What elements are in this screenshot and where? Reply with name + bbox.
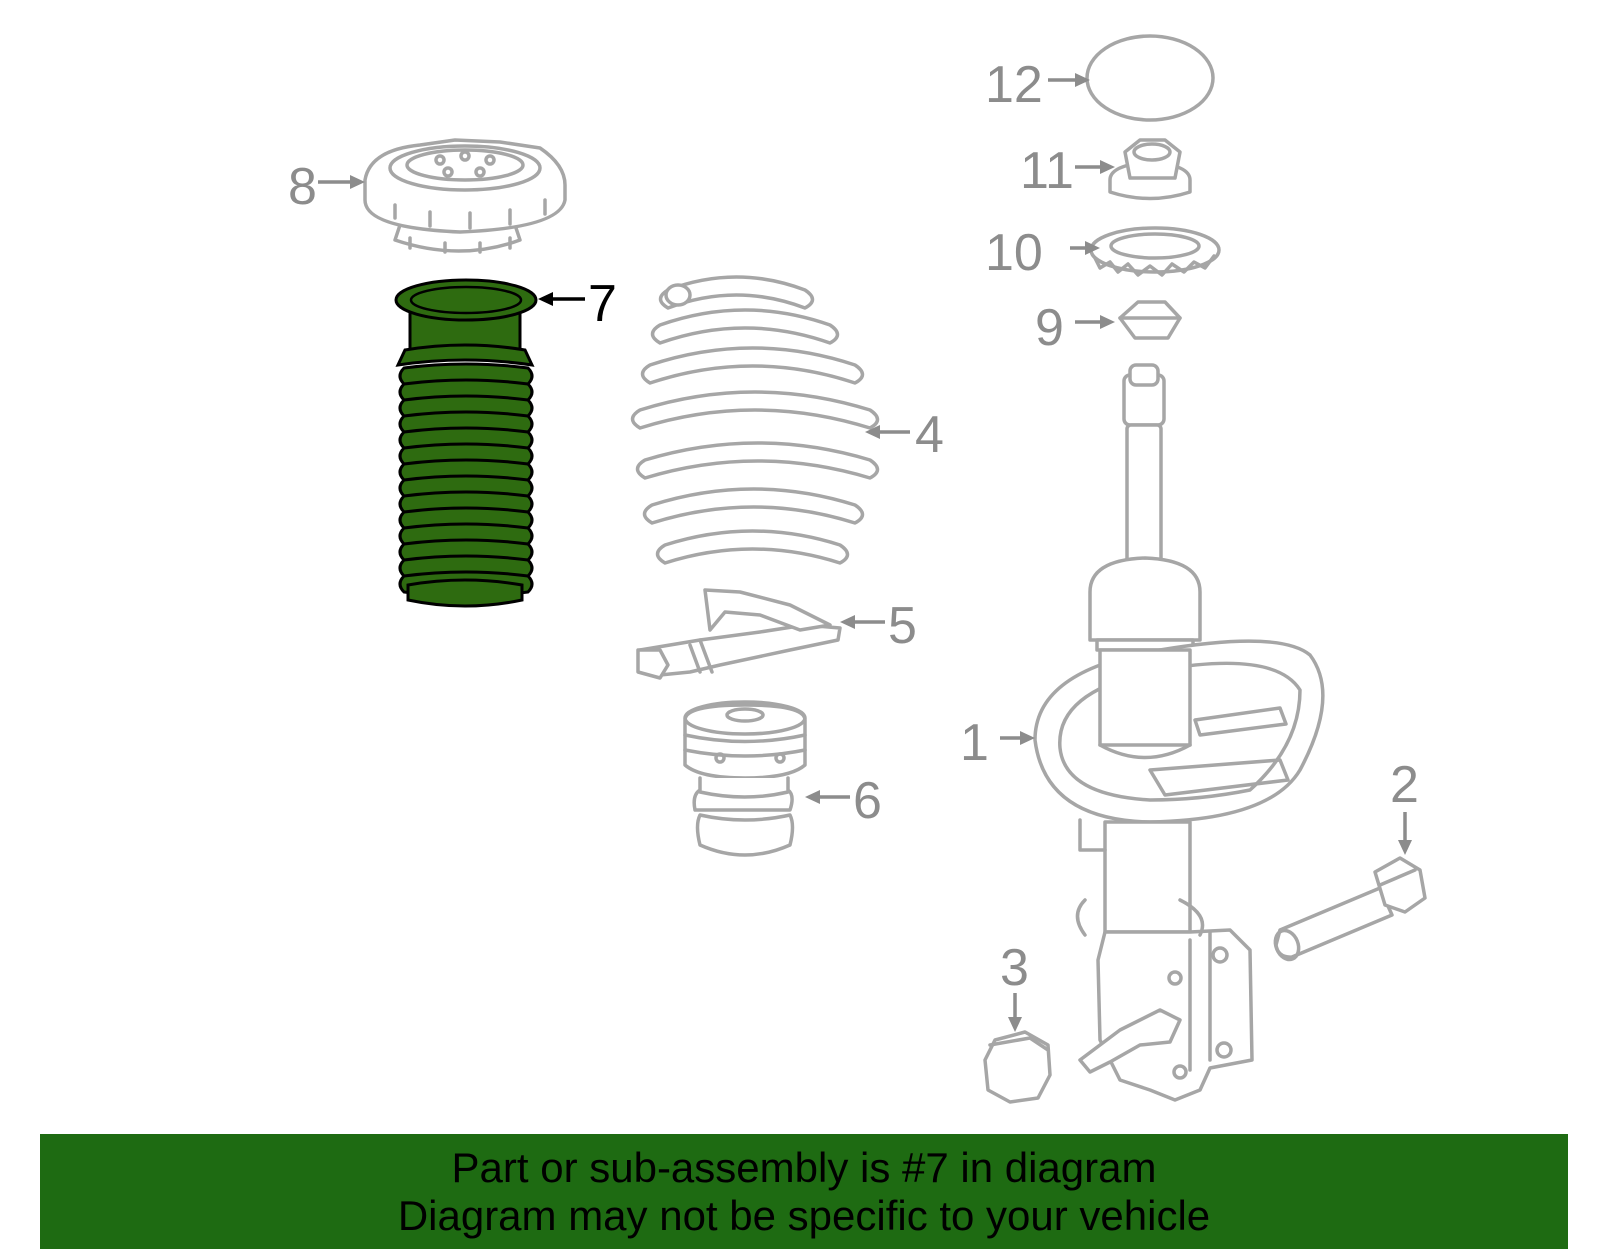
callout-10: 10 <box>985 224 1043 282</box>
part-2-bolt[interactable] <box>1271 856 1427 963</box>
spring-coil <box>655 529 850 565</box>
banner-part-note: Part or sub-assembly is #7 in diagram <box>451 1144 1157 1191</box>
callout-1: 1 <box>960 714 989 772</box>
part-11-nut[interactable] <box>1108 138 1192 201</box>
callout-arrow-1 <box>1000 731 1035 745</box>
callout-12: 12 <box>985 56 1043 114</box>
callout-arrow-9 <box>1075 315 1115 329</box>
part-12-cap[interactable] <box>1085 34 1215 122</box>
callout-arrow-7 <box>538 292 585 306</box>
callout-arrow-5 <box>840 615 885 629</box>
spring-coil <box>630 390 880 430</box>
callout-4: 4 <box>915 406 944 464</box>
callout-arrow-6 <box>805 790 850 804</box>
spring-coil <box>640 346 865 385</box>
callout-arrow-11 <box>1075 160 1115 174</box>
callout-7: 7 <box>588 275 617 333</box>
info-banner: Part or sub-assembly is #7 in diagram Di… <box>40 1134 1568 1249</box>
callout-arrow-3 <box>1008 993 1022 1032</box>
part-6-bump-stop[interactable] <box>683 700 807 857</box>
callout-arrow-10 <box>1070 241 1100 255</box>
callout-arrow-4 <box>865 425 910 439</box>
spring-coil <box>642 487 865 525</box>
part-3-nut[interactable] <box>983 1030 1052 1104</box>
part-10-bearing[interactable] <box>1089 226 1221 277</box>
callout-11: 11 <box>1020 142 1074 200</box>
spring-coil <box>658 275 815 310</box>
callout-9: 9 <box>1035 299 1064 357</box>
part-8-strut-mount[interactable] <box>363 138 567 254</box>
callout-2: 2 <box>1390 756 1419 814</box>
spring-coil <box>650 308 840 345</box>
callout-arrow-12 <box>1048 73 1090 87</box>
spring-coil <box>635 441 880 480</box>
parts-diagram: 8 7 4 5 6 12 11 10 9 1 2 3 <box>288 34 1427 1104</box>
part-5-spring-seat[interactable] <box>636 588 842 680</box>
part-1-strut-assembly[interactable] <box>1033 363 1325 1102</box>
callout-arrow-2 <box>1398 812 1412 855</box>
spring-end <box>664 283 692 307</box>
callout-6: 6 <box>853 772 882 830</box>
part-9-nut[interactable] <box>1118 300 1182 340</box>
callout-8: 8 <box>288 158 317 216</box>
callout-3: 3 <box>1000 939 1029 997</box>
callout-5: 5 <box>888 597 917 655</box>
callout-arrow-8 <box>318 175 365 189</box>
part-4-coil-spring[interactable] <box>630 275 880 565</box>
banner-disclaimer: Diagram may not be specific to your vehi… <box>397 1192 1211 1239</box>
part-7-dust-boot[interactable] <box>394 278 538 608</box>
